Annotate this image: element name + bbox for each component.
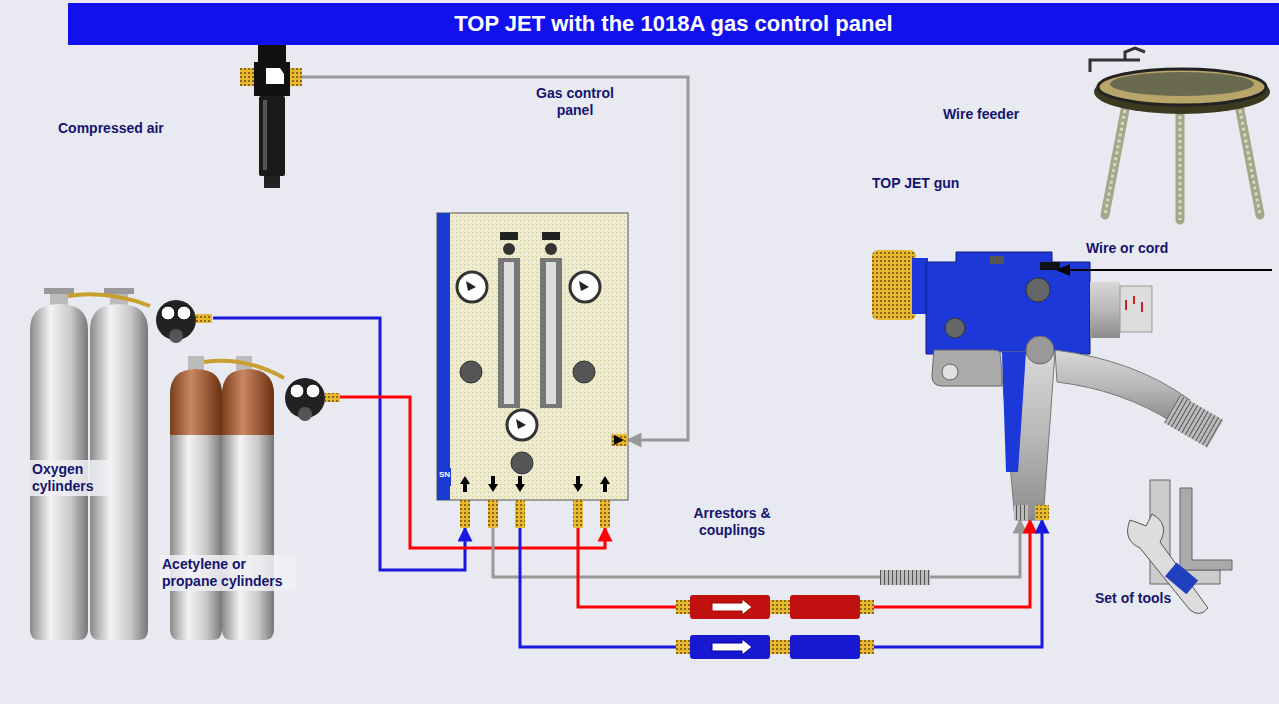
top-jet-gun <box>872 250 1223 520</box>
part-label: Arrestors & couplings <box>676 505 788 539</box>
device-node: Acetylene or propane cylinders <box>168 352 340 642</box>
gas-line <box>578 520 1030 607</box>
wire-feeder <box>1090 48 1270 220</box>
device-label: Acetylene or propane cylinders <box>160 555 296 591</box>
device-node: Set of tools <box>1125 468 1245 593</box>
device-node: TOP JET gun <box>870 205 1250 520</box>
device-label: TOP JET gun <box>872 175 1012 192</box>
part-label: Wire or cord <box>1086 240 1196 257</box>
device-label: Gas control panel <box>525 85 625 119</box>
device-node: Compressed air <box>252 28 290 188</box>
serial-label: SN <box>438 470 451 480</box>
leader-arrow <box>1064 269 1272 271</box>
title-band: TOP JET with the 1018A gas control panel <box>68 3 1279 45</box>
air-regulator <box>240 28 302 188</box>
device-label: Set of tools <box>1095 590 1205 607</box>
device-label: Compressed air <box>58 120 228 137</box>
device-label: Wire feeder <box>943 106 1073 123</box>
device-node: Wire feeder <box>1085 55 1275 225</box>
device-label: Oxygen cylinders <box>30 460 112 496</box>
device-node: Gas control panelSN <box>437 213 628 528</box>
title-text: TOP JET with the 1018A gas control panel <box>454 11 893 37</box>
gas-control-panel <box>437 213 628 528</box>
acetylene-cylinders <box>170 356 340 640</box>
gas-line <box>520 520 1042 647</box>
arrestors <box>676 570 930 659</box>
